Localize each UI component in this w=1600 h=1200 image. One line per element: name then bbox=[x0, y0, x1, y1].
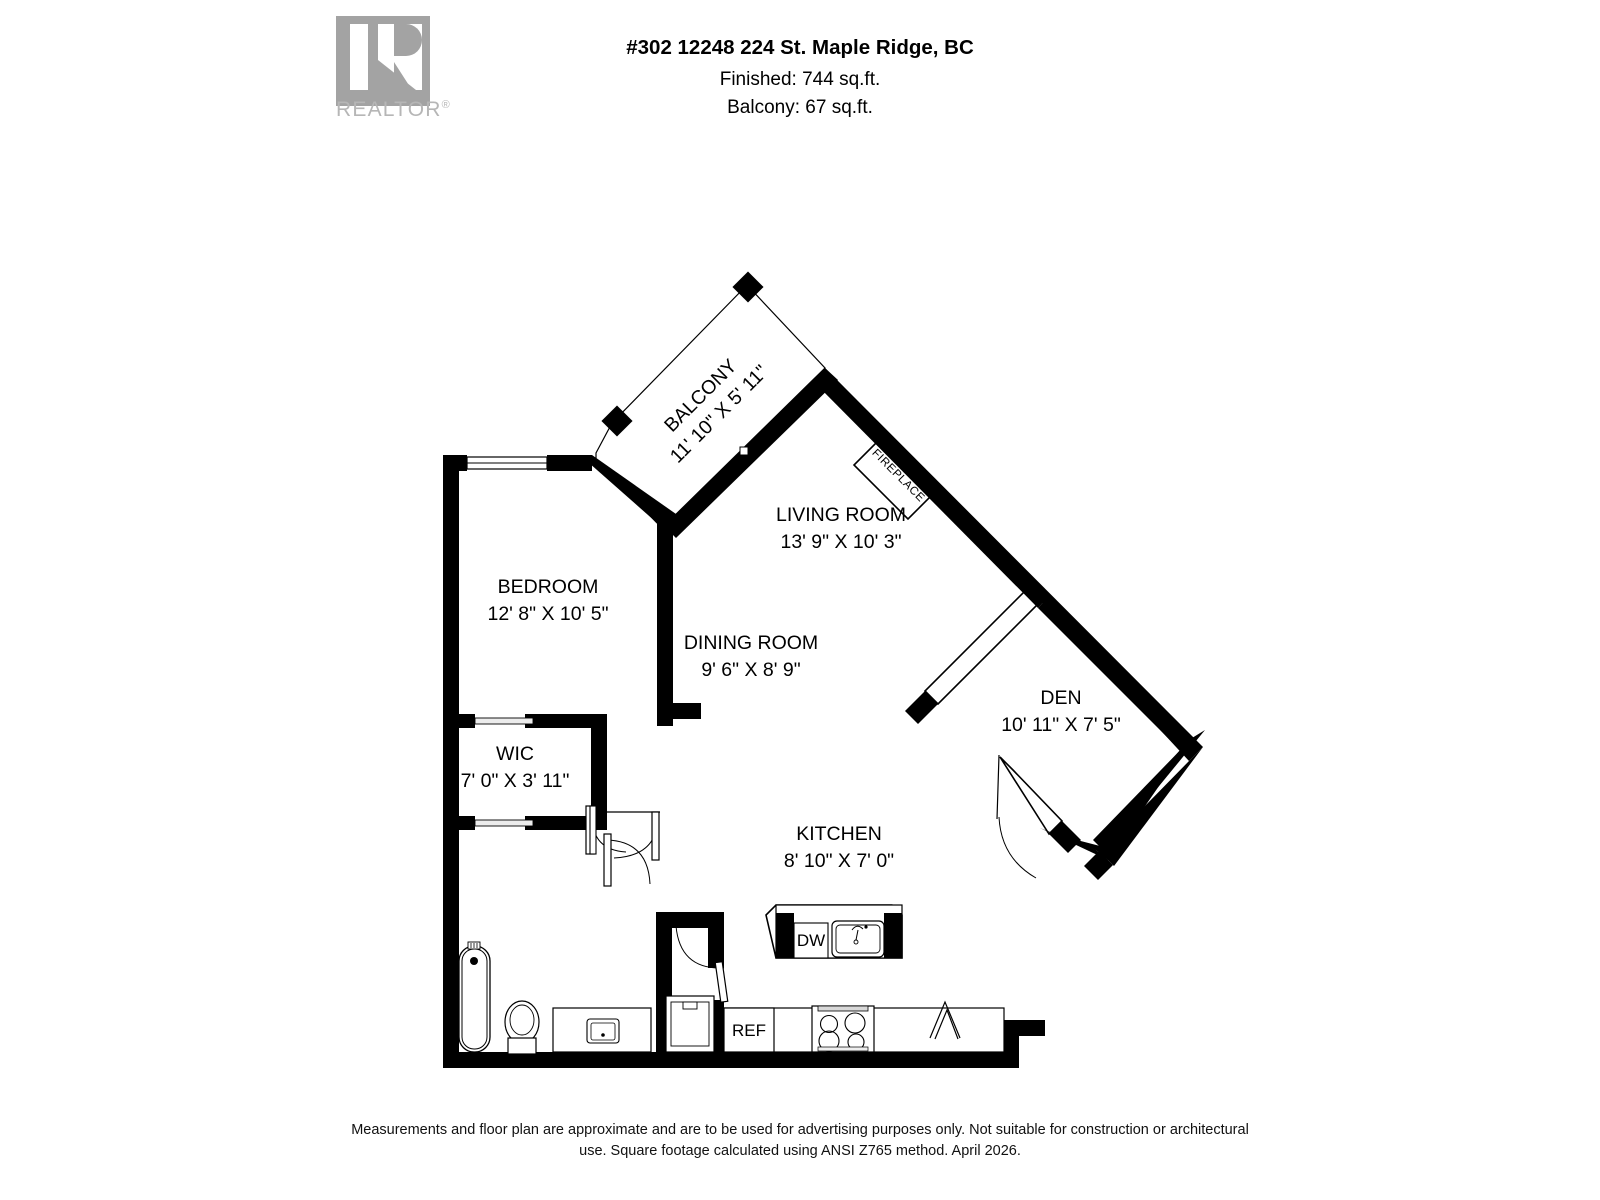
kitchen-sink-icon bbox=[831, 920, 885, 958]
bathroom-fixtures bbox=[458, 941, 652, 1055]
bedroom-door-leaf bbox=[613, 811, 660, 861]
disclaimer: Measurements and floor plan are approxim… bbox=[0, 1120, 1600, 1162]
toilet-icon bbox=[504, 1000, 540, 1055]
interior-walls-west bbox=[443, 714, 607, 945]
bedroom-dims: 12' 8" X 10' 5" bbox=[487, 603, 608, 625]
kitchen-dims: 8' 10" X 7' 0" bbox=[784, 850, 894, 872]
living-den-divider bbox=[905, 581, 1048, 724]
balcony-post-icon bbox=[601, 405, 633, 437]
washer-dryer-icon bbox=[665, 995, 715, 1053]
den-dims: 10' 11" X 7' 5" bbox=[1001, 714, 1121, 736]
registered-mark: ® bbox=[441, 99, 451, 111]
kitchen-island: DW bbox=[765, 904, 903, 959]
room-label-dining: DINING ROOM 9' 6" X 8' 9" bbox=[684, 632, 818, 681]
dining-dims: 9' 6" X 8' 9" bbox=[701, 659, 800, 681]
bedroom-name: BEDROOM bbox=[498, 576, 599, 598]
wic-dims: 7' 0" X 3' 11" bbox=[461, 770, 570, 792]
room-label-den: DEN 10' 11" X 7' 5" bbox=[1001, 687, 1121, 736]
realtor-r-icon bbox=[336, 16, 430, 106]
finished-area: Finished: 744 sq.ft. bbox=[719, 68, 881, 90]
bathtub-icon bbox=[458, 941, 491, 1053]
kitchen-counter-run: REF bbox=[723, 1005, 1005, 1053]
header: REALTOR® #302 12248 224 St. Maple Ridge,… bbox=[0, 0, 1600, 140]
balcony-area: Balcony: 67 sq.ft. bbox=[727, 97, 873, 119]
wic-closet-doors bbox=[474, 717, 534, 827]
range-cooktop-icon bbox=[811, 1005, 875, 1053]
vanity-sink-icon bbox=[552, 1007, 652, 1053]
property-address: #302 12248 224 St. Maple Ridge, BC bbox=[626, 36, 974, 59]
living-name: LIVING ROOM bbox=[776, 504, 906, 526]
bedroom-door bbox=[585, 805, 660, 855]
room-label-kitchen: KITCHEN 8' 10" X 7' 0" bbox=[784, 823, 894, 872]
realtor-logo: REALTOR® bbox=[336, 16, 450, 128]
disclaimer-line-1: Measurements and floor plan are approxim… bbox=[351, 1122, 1249, 1138]
dishwasher-icon: DW bbox=[793, 922, 829, 959]
den-south-corner bbox=[1084, 851, 1113, 880]
room-label-wic: WIC 7' 0" X 3' 11" bbox=[461, 743, 570, 792]
floor-plan-drawing: FIREPLACE bbox=[0, 140, 1600, 1100]
title-block: #302 12248 224 St. Maple Ridge, BC Finis… bbox=[520, 36, 1080, 122]
realtor-wordmark: REALTOR® bbox=[336, 98, 450, 122]
refrigerator-icon: REF bbox=[723, 1007, 775, 1053]
disclaimer-line-2: use. Square footage calculated using ANS… bbox=[579, 1143, 1021, 1160]
den-name: DEN bbox=[1040, 687, 1081, 709]
balcony-sliding-door bbox=[667, 375, 830, 535]
west-exterior-wall bbox=[443, 830, 459, 1068]
room-label-bedroom: BEDROOM 12' 8" X 10' 5" bbox=[487, 576, 608, 625]
bathroom-door bbox=[603, 833, 651, 887]
bedroom-window bbox=[466, 456, 548, 470]
realtor-wordmark-text: REALTOR bbox=[336, 98, 442, 121]
dining-name: DINING ROOM bbox=[684, 632, 818, 654]
wic-name: WIC bbox=[496, 743, 534, 765]
floor-plan-svg: FIREPLACE bbox=[443, 271, 1320, 1100]
kitchen-name: KITCHEN bbox=[796, 823, 882, 845]
laundry-closet bbox=[656, 912, 729, 1053]
den-entry-door bbox=[996, 754, 1081, 879]
south-exterior-wall bbox=[443, 1020, 1045, 1068]
refrigerator-label: REF bbox=[732, 1021, 766, 1040]
dishwasher-label: DW bbox=[797, 931, 825, 950]
room-label-living: LIVING ROOM 13' 9" X 10' 3" bbox=[776, 504, 906, 553]
front-entry-door bbox=[929, 1000, 961, 1040]
living-dims: 13' 9" X 10' 3" bbox=[780, 531, 901, 553]
realtor-r-glyph bbox=[336, 16, 430, 106]
plan-white-mask bbox=[1110, 740, 1320, 1100]
